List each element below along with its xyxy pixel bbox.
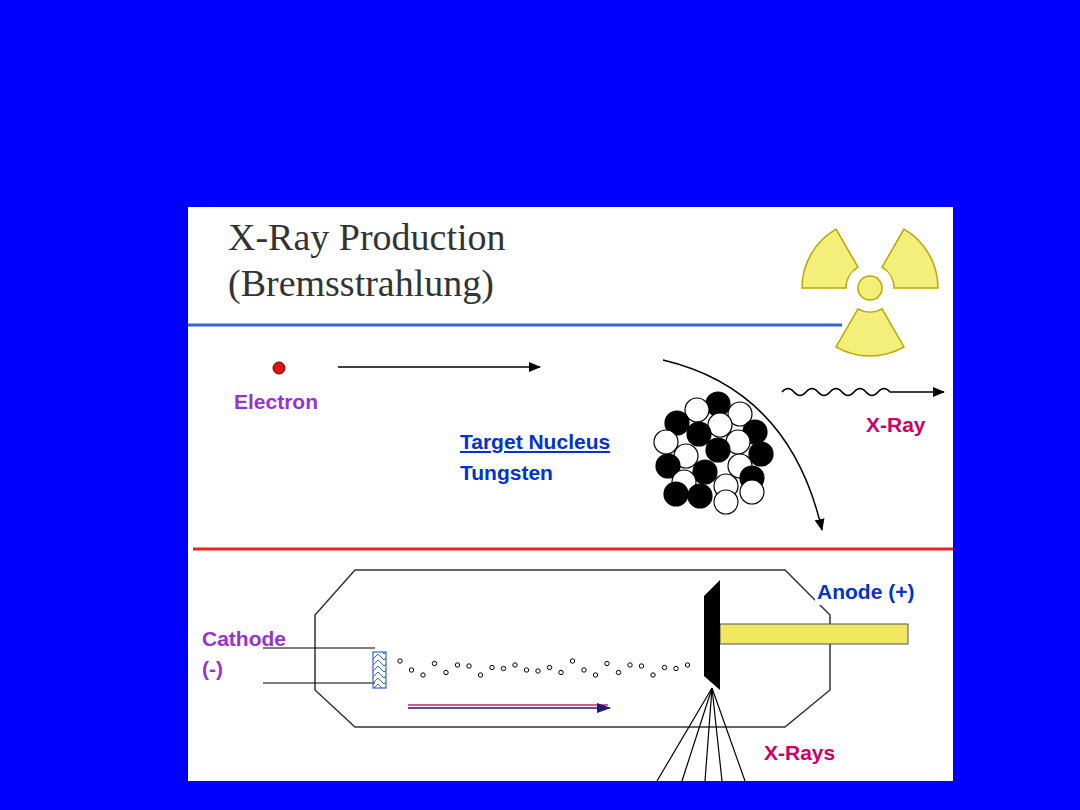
electron-path-arrow [338, 366, 540, 368]
anode-rod [720, 624, 908, 644]
beam-arrow [408, 704, 608, 706]
deflection-arrow [663, 360, 822, 530]
anode-label: Anode (+) [815, 579, 916, 605]
red-rule [193, 548, 953, 551]
xray-wave [782, 389, 944, 396]
blue-rule [188, 324, 842, 327]
tube-envelope [315, 570, 830, 727]
anode-target [704, 580, 720, 690]
radiation-symbol [802, 229, 938, 356]
electron-beam [398, 659, 690, 677]
material-label: Tungsten [460, 460, 553, 486]
particle-label: Electron [234, 389, 318, 415]
tungsten-nucleus [654, 392, 773, 514]
target-label: Target Nucleus [460, 429, 610, 455]
cathode-label: Cathode (-) [202, 624, 302, 684]
xray-label: X-Ray [866, 412, 926, 438]
electron-dot [273, 362, 285, 374]
diagram-title: X-Ray Production (Bremsstrahlung) [228, 214, 608, 306]
xrays-label: X-Rays [764, 740, 835, 766]
beam-arrow [408, 707, 610, 709]
filament [373, 652, 386, 688]
cathode-wire [263, 682, 375, 683]
xray-fan [657, 688, 745, 781]
